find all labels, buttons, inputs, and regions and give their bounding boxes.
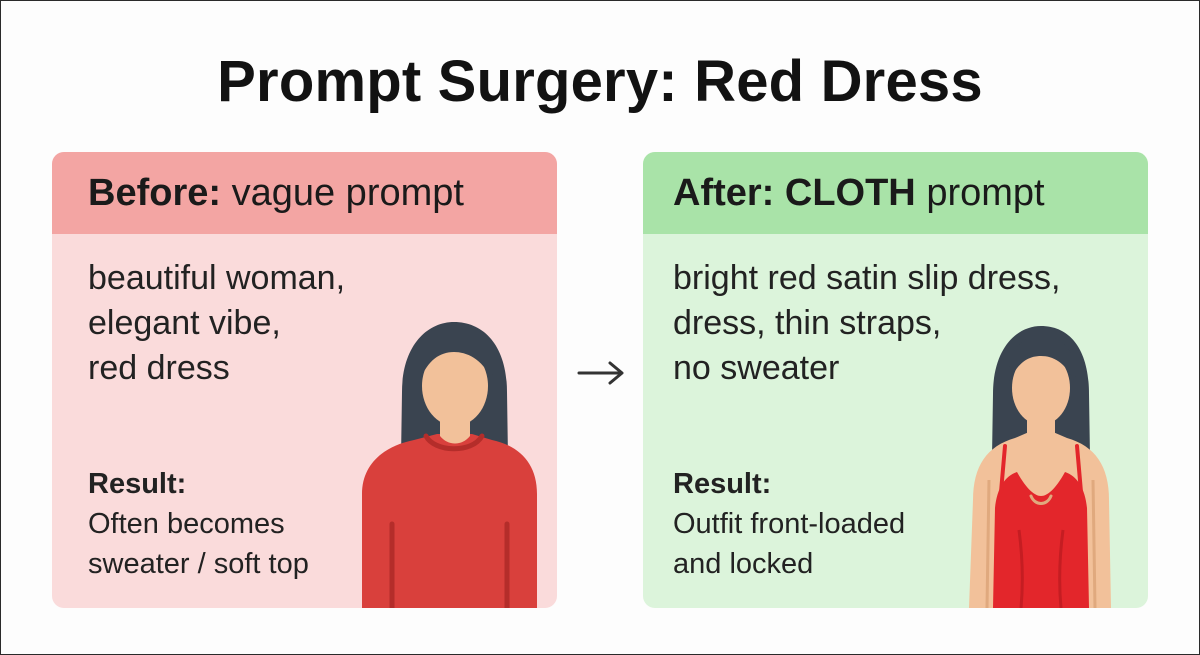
woman-in-red-slip-dress-icon <box>969 326 1111 608</box>
after-header-rest: prompt <box>915 172 1045 214</box>
after-prompt-line: bright red satin slip dress, <box>673 259 1061 297</box>
before-panel: Before: vague prompt beautiful woman, el… <box>52 152 557 608</box>
after-result: Result: Outfit front-loaded and locked <box>673 464 905 584</box>
before-result-line: sweater / soft top <box>88 548 309 580</box>
diagram-title: Prompt Surgery: Red Dress <box>217 49 983 114</box>
after-panel: After: CLOTH prompt bright red satin sli… <box>643 152 1148 608</box>
woman-in-red-sweater-icon <box>362 322 537 608</box>
after-prompt-text: bright red satin slip dress, dress, thin… <box>673 256 1060 391</box>
after-prompt-line: no sweater <box>673 349 840 387</box>
after-header-bold: After: CLOTH <box>673 172 916 214</box>
before-result-line: Often becomes <box>88 508 285 540</box>
before-result-label: Result: <box>88 468 187 500</box>
after-result-label: Result: <box>673 468 772 500</box>
before-header-bold: Before: <box>88 172 222 214</box>
after-header: After: CLOTH prompt <box>643 152 1148 234</box>
after-result-line: Outfit front-loaded <box>673 508 906 540</box>
before-prompt-line: red dress <box>88 349 230 387</box>
before-result: Result: Often becomes sweater / soft top <box>88 464 309 584</box>
after-result-line: and locked <box>673 548 814 580</box>
before-prompt-line: beautiful woman, <box>88 259 346 297</box>
before-header: Before: vague prompt <box>52 152 557 234</box>
right-arrow-icon <box>577 361 624 385</box>
after-prompt-line: dress, thin straps, <box>673 304 942 342</box>
before-prompt-line: elegant vibe, <box>88 304 281 342</box>
before-prompt-text: beautiful woman, elegant vibe, red dress <box>88 256 345 391</box>
before-header-rest: vague prompt <box>221 172 464 214</box>
